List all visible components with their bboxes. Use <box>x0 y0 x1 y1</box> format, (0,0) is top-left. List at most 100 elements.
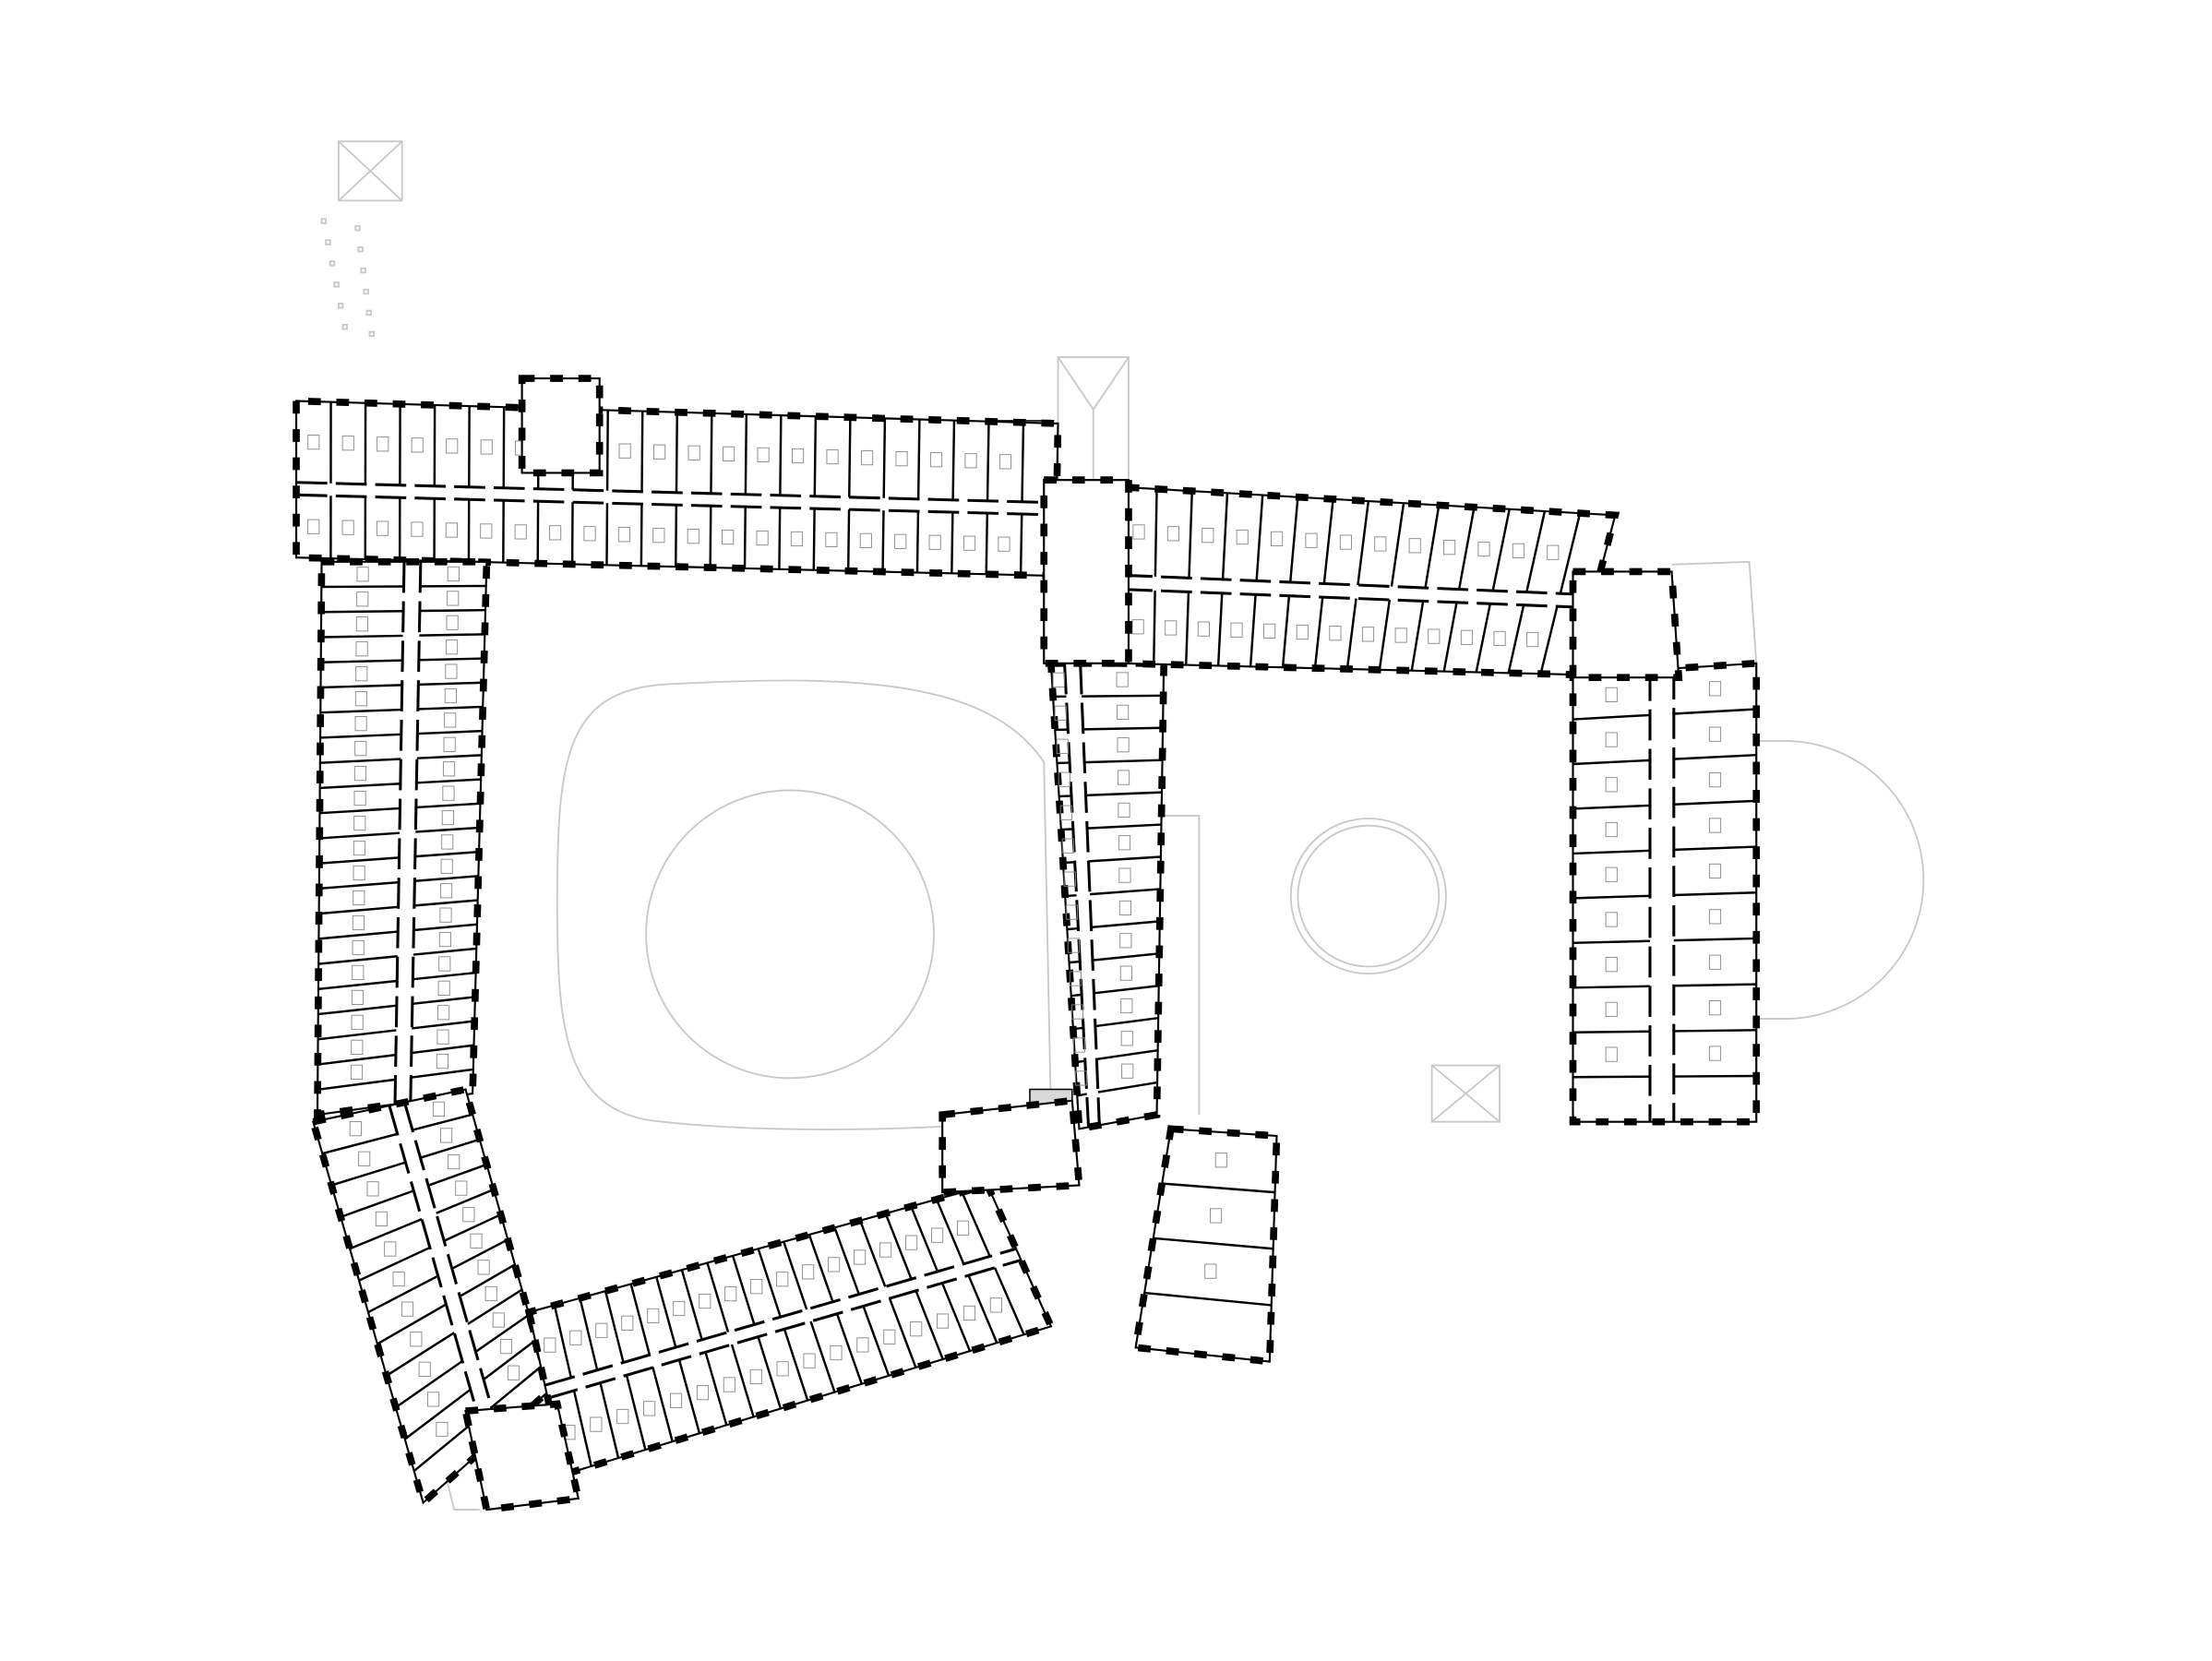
corridor-wall <box>1079 663 1101 1126</box>
room-partition <box>884 1213 913 1280</box>
room-partition <box>459 1263 516 1297</box>
pier-marker <box>341 324 348 330</box>
desk <box>699 1293 711 1309</box>
desk <box>687 529 699 544</box>
desk <box>441 834 454 850</box>
north-stair-tower <box>518 375 604 477</box>
desk <box>438 931 451 948</box>
room-partition <box>1572 1030 1650 1034</box>
desk <box>440 858 453 874</box>
desk <box>998 454 1012 470</box>
room-partition <box>317 979 398 991</box>
room-partition <box>1085 791 1163 797</box>
desk <box>803 1353 816 1368</box>
desk <box>427 1392 440 1407</box>
room-partition <box>414 875 479 882</box>
pier-marker <box>365 309 372 317</box>
desk <box>1204 1263 1217 1279</box>
room-partition <box>680 1269 703 1341</box>
room-partition <box>848 417 852 497</box>
room-partition <box>846 509 851 571</box>
desk <box>411 521 424 537</box>
desk <box>1526 631 1539 648</box>
colonnade-markers <box>320 218 376 338</box>
desk <box>1120 998 1133 1014</box>
room-partition <box>778 508 782 569</box>
desk <box>1166 526 1179 542</box>
room-partition <box>415 826 480 833</box>
room-partition <box>1673 937 1757 942</box>
room-partition <box>1082 694 1164 698</box>
desk <box>1605 957 1618 973</box>
room-partition <box>319 783 401 790</box>
courtyard-outline <box>556 679 1052 1130</box>
desk <box>349 1121 362 1137</box>
room-partition <box>318 930 399 940</box>
room-partition <box>403 1388 472 1440</box>
room-partition <box>318 880 400 890</box>
desk <box>480 439 493 455</box>
room-partition <box>467 1288 523 1325</box>
room-partition <box>910 1205 939 1273</box>
room-partition <box>367 1274 439 1314</box>
room-partition <box>572 1390 592 1467</box>
room-partition <box>1673 891 1757 897</box>
room-partition <box>317 1029 397 1041</box>
room-partition <box>1572 849 1651 855</box>
room-partition <box>1559 512 1582 594</box>
desk <box>1054 705 1067 721</box>
room-partition <box>436 1188 495 1214</box>
desk <box>688 445 700 460</box>
desk <box>854 1249 867 1265</box>
desk <box>905 1235 918 1250</box>
room-partition <box>757 1248 782 1318</box>
desk <box>1236 529 1249 545</box>
room-partition <box>783 1241 808 1310</box>
room-partition <box>757 1336 783 1409</box>
room-partition <box>413 1416 480 1472</box>
room-partition <box>599 1382 620 1459</box>
desk <box>802 1264 815 1280</box>
desk <box>859 532 872 548</box>
room-partition <box>1086 823 1162 830</box>
room-partition <box>882 418 887 498</box>
room-partition <box>1322 498 1334 584</box>
desk <box>447 566 460 582</box>
desk <box>879 1242 892 1258</box>
room-partition <box>320 684 402 689</box>
desk <box>1605 912 1618 927</box>
desk <box>1117 737 1130 753</box>
desk <box>384 1241 397 1257</box>
desk <box>957 1220 970 1236</box>
desk <box>652 528 665 544</box>
desk <box>514 524 527 540</box>
desk <box>1132 524 1145 540</box>
room-partition <box>951 420 956 500</box>
desk <box>438 956 451 972</box>
desk <box>776 1272 789 1287</box>
southwest-wing <box>308 1085 555 1510</box>
desk <box>436 1421 448 1438</box>
room-partition <box>349 1218 423 1250</box>
room-partition <box>320 659 403 663</box>
room-partition <box>1572 1075 1650 1079</box>
room-partition <box>414 850 480 858</box>
room-partition <box>940 1282 972 1352</box>
desk <box>353 765 367 782</box>
desk <box>1708 1046 1722 1061</box>
desk <box>792 448 805 464</box>
southwest-entrance <box>460 1400 583 1514</box>
desk <box>307 519 320 534</box>
desk <box>1605 866 1618 882</box>
desk <box>790 531 804 547</box>
room-partition <box>1153 1237 1273 1250</box>
room-partition <box>358 1246 431 1282</box>
room-partition <box>340 1189 414 1219</box>
room-partition <box>411 1068 473 1079</box>
desk <box>1165 620 1178 636</box>
desk <box>750 1279 763 1295</box>
desk <box>856 1337 869 1353</box>
desk <box>355 666 368 682</box>
desk <box>1230 622 1243 638</box>
desk <box>437 980 450 996</box>
